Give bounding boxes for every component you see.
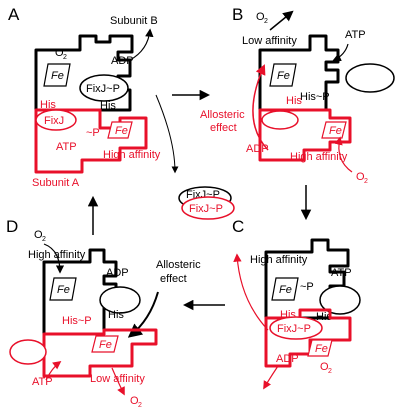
his-red-label: His — [40, 99, 56, 111]
fixj-red-ellipse — [9, 339, 47, 365]
panel-a: A Subunit B Fe O 2 ADP FixJ~P His His Fi… — [8, 5, 179, 189]
panel-d: D O 2 High affinity Fe ADP His Allosteri… — [6, 217, 201, 409]
atp-binding-arrow — [45, 360, 62, 381]
center-fixj-p-front — [181, 196, 235, 220]
subunit-b-outline — [42, 248, 118, 336]
heme-fe-red — [91, 335, 119, 353]
o2-sub: 2 — [328, 368, 332, 375]
adp-label: ADP — [111, 55, 134, 67]
o2-label: O — [256, 11, 265, 23]
effect-label: effect — [160, 273, 187, 285]
fixj-red-ellipse — [261, 110, 299, 130]
heme-fe-black — [271, 277, 299, 301]
o2-label: O — [55, 47, 64, 59]
atp-label: ATP — [331, 267, 352, 279]
adp-label: ADP — [106, 267, 129, 279]
atp-label: ATP — [345, 29, 366, 41]
allosteric-arrow — [252, 64, 269, 151]
his-black-label: His — [100, 100, 116, 112]
o2-label: O — [320, 361, 329, 373]
o2-release-arrow — [269, 10, 294, 31]
subunit-a-outline — [42, 328, 158, 378]
adp-release-arrow — [129, 28, 154, 61]
high-affinity-label: High affinity — [103, 149, 161, 161]
fe-red-label: Fe — [115, 125, 128, 137]
fe-red-label: Fe — [315, 343, 328, 355]
panel-a-letter: A — [8, 5, 20, 24]
o2-release-arrow — [111, 367, 125, 396]
fe-red-label: Fe — [99, 339, 112, 351]
atp-binding-arrow — [332, 43, 349, 62]
p-label: ~P — [86, 127, 100, 139]
fixj-release-arrow — [233, 253, 269, 331]
heme-fe-black — [269, 63, 297, 87]
o2-red-sub: 2 — [138, 402, 142, 409]
subunit-a-label: Subunit A — [32, 177, 80, 189]
center-fixj-p-front-label: FixJ~P — [189, 203, 223, 215]
effect-label: effect — [210, 122, 237, 134]
fe-black-label: Fe — [279, 284, 292, 296]
fixj-p-label: FixJ~P — [277, 323, 311, 335]
adp-release-arrow — [263, 365, 279, 390]
p-label: ~P — [300, 281, 314, 293]
subunit-a-outline — [34, 108, 148, 174]
o2-red-label: O — [130, 395, 139, 407]
o2-binding-arrow — [43, 243, 65, 274]
panel-c-letter: C — [232, 217, 244, 236]
fixj-black-ellipse — [99, 286, 141, 314]
fixj-black-ellipse — [319, 285, 361, 315]
subunit-a-outline — [264, 308, 352, 368]
center-fixj-p: FixJ~P FixJ~P — [178, 186, 235, 220]
atp-label: ATP — [32, 376, 53, 388]
fe-black-label: Fe — [57, 284, 70, 296]
o2-sub: 2 — [264, 18, 268, 25]
o2-sub: 2 — [63, 54, 67, 61]
subunit-b-label: Subunit B — [110, 15, 158, 27]
allosteric-label: Allosteric — [200, 109, 245, 121]
panel-b: B O 2 Low affinity ATP Fe His~P His Fe A… — [200, 5, 395, 185]
o2-label: O — [34, 229, 43, 241]
high-affinity-label: High affinity — [290, 151, 348, 163]
fe-black-label: Fe — [51, 70, 64, 82]
his-p-label: His~P — [62, 315, 92, 327]
fixj-label: FixJ — [44, 115, 64, 127]
allosteric-label: Allosteric — [156, 259, 201, 271]
heme-fe-black — [49, 277, 77, 301]
adp-label: ADP — [276, 353, 299, 365]
low-affinity-label: Low affinity — [242, 35, 297, 47]
panel-d-letter: D — [6, 217, 18, 236]
release-arrow — [155, 94, 179, 174]
heme-fe-red — [107, 121, 133, 139]
his-black-label: His — [108, 309, 124, 321]
heme-fe-red — [307, 339, 333, 357]
panel-b-letter: B — [232, 5, 243, 24]
his-black-label: His — [316, 311, 332, 323]
atp-label: ATP — [56, 141, 77, 153]
o2-binding-arrow — [334, 136, 353, 173]
fe-black-label: Fe — [277, 70, 290, 82]
fixj-p-label: FixJ~P — [86, 83, 120, 95]
fixj-p-ellipse — [269, 316, 323, 340]
high-affinity-label: High affinity — [250, 254, 308, 266]
subunit-b-outline — [258, 34, 340, 112]
low-affinity-label: Low affinity — [90, 373, 145, 385]
heme-fe-black — [43, 63, 71, 87]
o2-red-label: O — [356, 171, 365, 183]
fe-red-label: Fe — [329, 125, 342, 137]
his-red-label: His — [286, 95, 302, 107]
his-p-label: His~P — [300, 91, 330, 103]
fixj-p-ellipse — [79, 74, 129, 102]
o2-red-sub: 2 — [364, 178, 368, 185]
adp-label: ADP — [246, 143, 269, 155]
o2-sub: 2 — [42, 236, 46, 243]
allosteric-arrow — [127, 291, 159, 338]
fixj-ellipse — [35, 109, 77, 131]
panel-c: C High affinity Fe ATP ~P His His FixJ~P… — [232, 217, 361, 390]
empty-fixj-ellipse — [345, 63, 395, 93]
subunit-a-outline — [258, 108, 352, 162]
